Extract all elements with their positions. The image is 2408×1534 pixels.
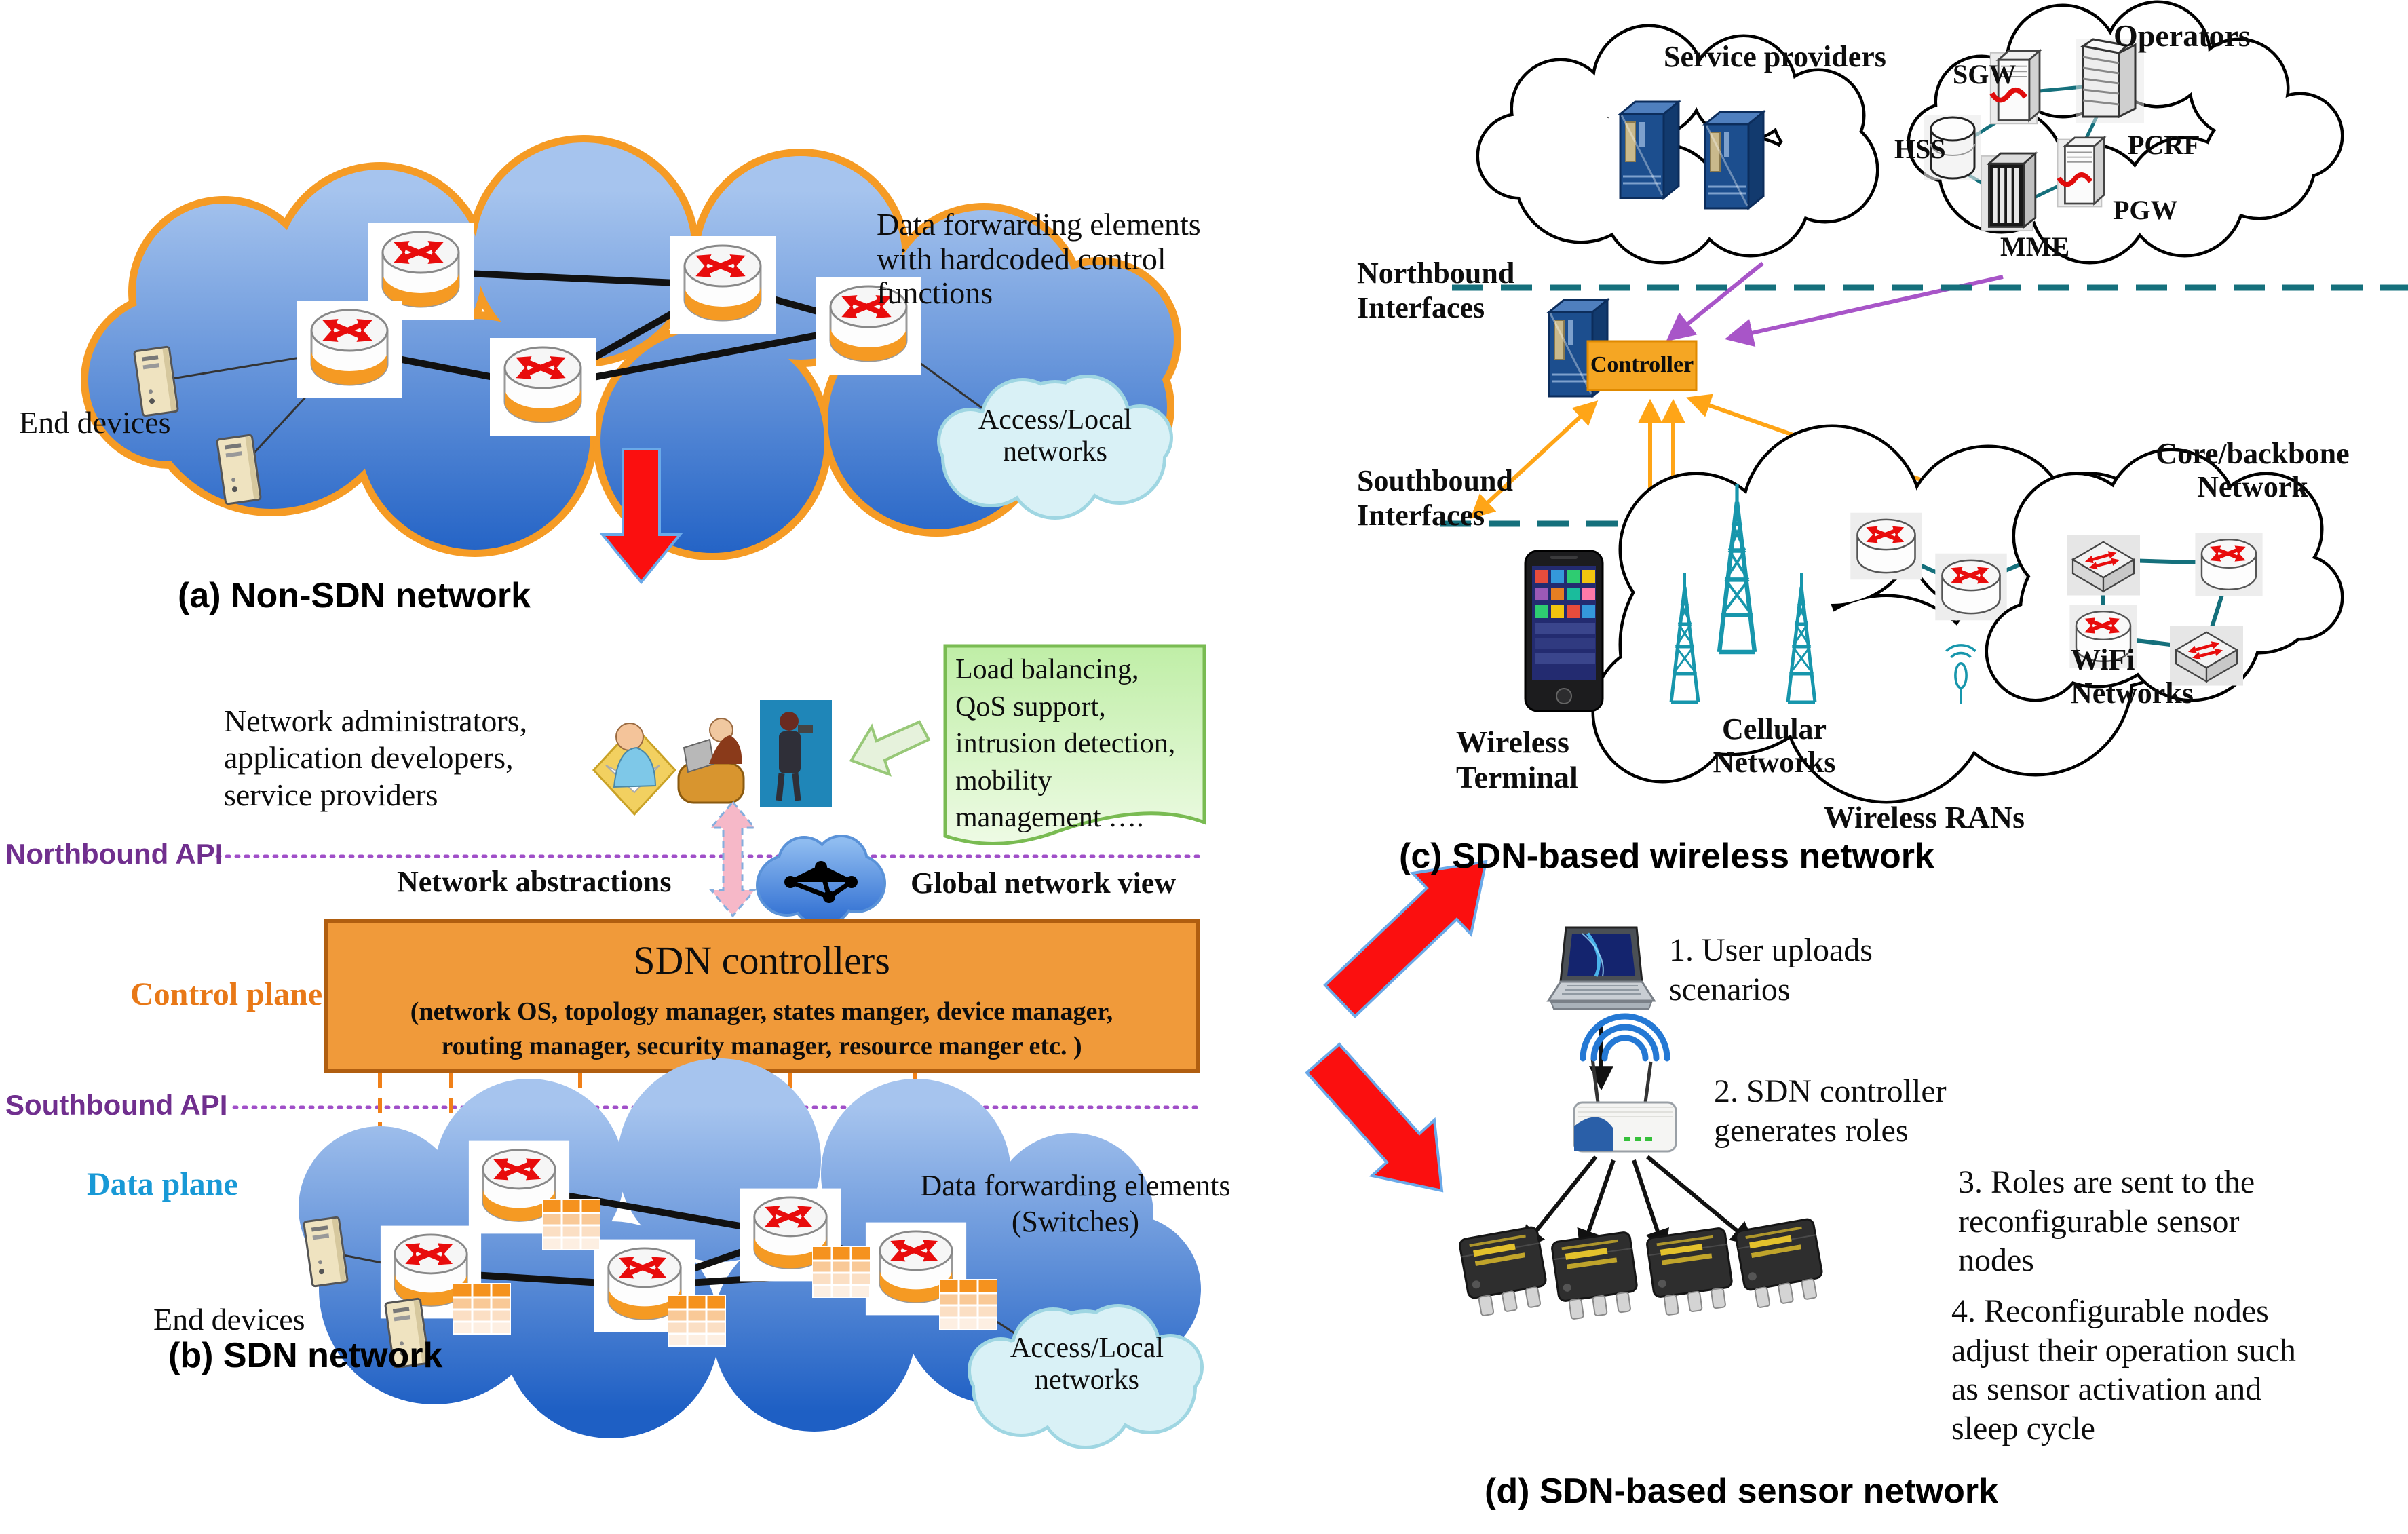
north-api-arrow-icon	[708, 800, 757, 918]
panel-c-pointer-arrow	[1323, 860, 1488, 1018]
cellular-networks-label: Cellular Networks	[1713, 712, 1836, 780]
northbound-interfaces-label: Northbound Interfaces	[1357, 256, 1515, 324]
sensor-chip-icon	[1457, 1225, 1552, 1319]
end-devices-label-b: End devices	[153, 1302, 305, 1337]
panel-d-pointer-arrow	[1305, 1042, 1444, 1193]
router-icon	[1935, 554, 2006, 621]
end-devices-label-a: End devices	[19, 405, 171, 440]
flow-table-icon	[541, 1198, 601, 1251]
server-icon	[1704, 111, 1765, 210]
sdn-controllers-modules: (network OS, topology manager, states ma…	[410, 997, 1113, 1061]
sgw-label: SGW	[1953, 59, 2017, 90]
sdn-controllers-box	[324, 919, 1200, 1073]
pgw-server-icon	[2058, 138, 2104, 207]
hss-label: HSS	[1894, 134, 1946, 164]
person-icon	[592, 723, 677, 816]
wifi-networks-label: WiFi Networks	[2071, 643, 2194, 710]
caption-d: (d) SDN-based sensor network	[1485, 1472, 1999, 1511]
service-providers-label: Service providers	[1664, 40, 1886, 73]
data-plane-label: Data plane	[87, 1166, 238, 1202]
step1-label: 1. User uploads scenarios	[1669, 932, 1873, 1008]
stakeholders-label: Network administrators, application deve…	[224, 704, 528, 812]
wireless-terminal-label: Wireless Terminal	[1456, 725, 1578, 794]
step2-label: 2. SDN controller generates roles	[1714, 1073, 1947, 1149]
sdn-controllers-title: SDN controllers	[633, 938, 890, 982]
down-arrow-icon	[599, 448, 683, 585]
core-links	[2101, 558, 2231, 650]
global-network-view-label: Global network view	[911, 866, 1177, 900]
sensor-chip-icon	[1645, 1226, 1737, 1318]
access-networks-label-b: Access/Local networks	[1010, 1332, 1164, 1396]
switch-icon	[2067, 535, 2140, 596]
caption-b: (b) SDN network	[168, 1336, 443, 1375]
network-abstractions-label: Network abstractions	[397, 865, 672, 898]
pcrf-label: PCRF	[2128, 130, 2200, 160]
router-icon	[490, 338, 596, 436]
mme-label: MME	[2000, 231, 2070, 262]
flow-table-icon	[811, 1246, 871, 1299]
flow-table-icon	[667, 1295, 727, 1347]
step4-label: 4. Reconfigurable nodes adjust their ope…	[1951, 1293, 2296, 1446]
control-plane-label: Control plane	[130, 976, 323, 1012]
router-icon	[2195, 533, 2262, 596]
server-icon	[1619, 100, 1680, 199]
switches-annotation: Data forwarding elements (Switches)	[920, 1169, 1231, 1238]
northbound-arrows	[1666, 261, 2004, 347]
flow-table-icon	[452, 1282, 512, 1335]
global-network-view-cloud	[759, 837, 883, 924]
caption-a: (a) Non-SDN network	[178, 576, 531, 615]
flow-table-icon	[938, 1278, 998, 1331]
pc-tower-icon	[303, 1216, 349, 1288]
callout-arrow-icon	[849, 720, 931, 777]
data-forwarding-annotation-a: Data forwarding elements with hardcoded …	[877, 207, 1201, 311]
core-backbone-label: Core/backbone Network	[2156, 437, 2350, 504]
northbound-api-label: Northbound API	[5, 838, 223, 870]
laptop-icon	[1548, 927, 1654, 1009]
southbound-api-label: Southbound API	[5, 1089, 228, 1121]
sensor-chip-icon	[1550, 1230, 1642, 1322]
router-icon	[1850, 513, 1922, 580]
router-icon	[670, 236, 776, 334]
note-shape	[943, 644, 1206, 845]
southbound-interfaces-label: Southbound Interfaces	[1357, 464, 1513, 532]
server-rack-icon	[1980, 152, 2037, 232]
person-icon	[760, 700, 832, 807]
controller-box	[1586, 340, 1698, 391]
wireless-router-icon	[1574, 1016, 1676, 1151]
step3-label: 3. Roles are sent to the reconfigurable …	[1958, 1164, 2255, 1279]
access-networks-label-a: Access/Local networks	[978, 404, 1132, 468]
operators-label: Operators	[2114, 18, 2251, 53]
caption-c: (c) SDN-based wireless network	[1399, 837, 1934, 876]
smartphone-icon	[1524, 550, 1604, 712]
controller-label: Controller	[1590, 352, 1694, 377]
router-icon	[297, 301, 402, 398]
pgw-label: PGW	[2113, 195, 2178, 225]
sensor-chip-icon	[1734, 1216, 1828, 1311]
wireless-rans-label: Wireless RANs	[1824, 800, 2025, 835]
pc-tower-icon	[216, 434, 262, 505]
person-icon	[677, 718, 745, 804]
note-text: Load balancing, QoS support, intrusion d…	[955, 654, 1176, 834]
